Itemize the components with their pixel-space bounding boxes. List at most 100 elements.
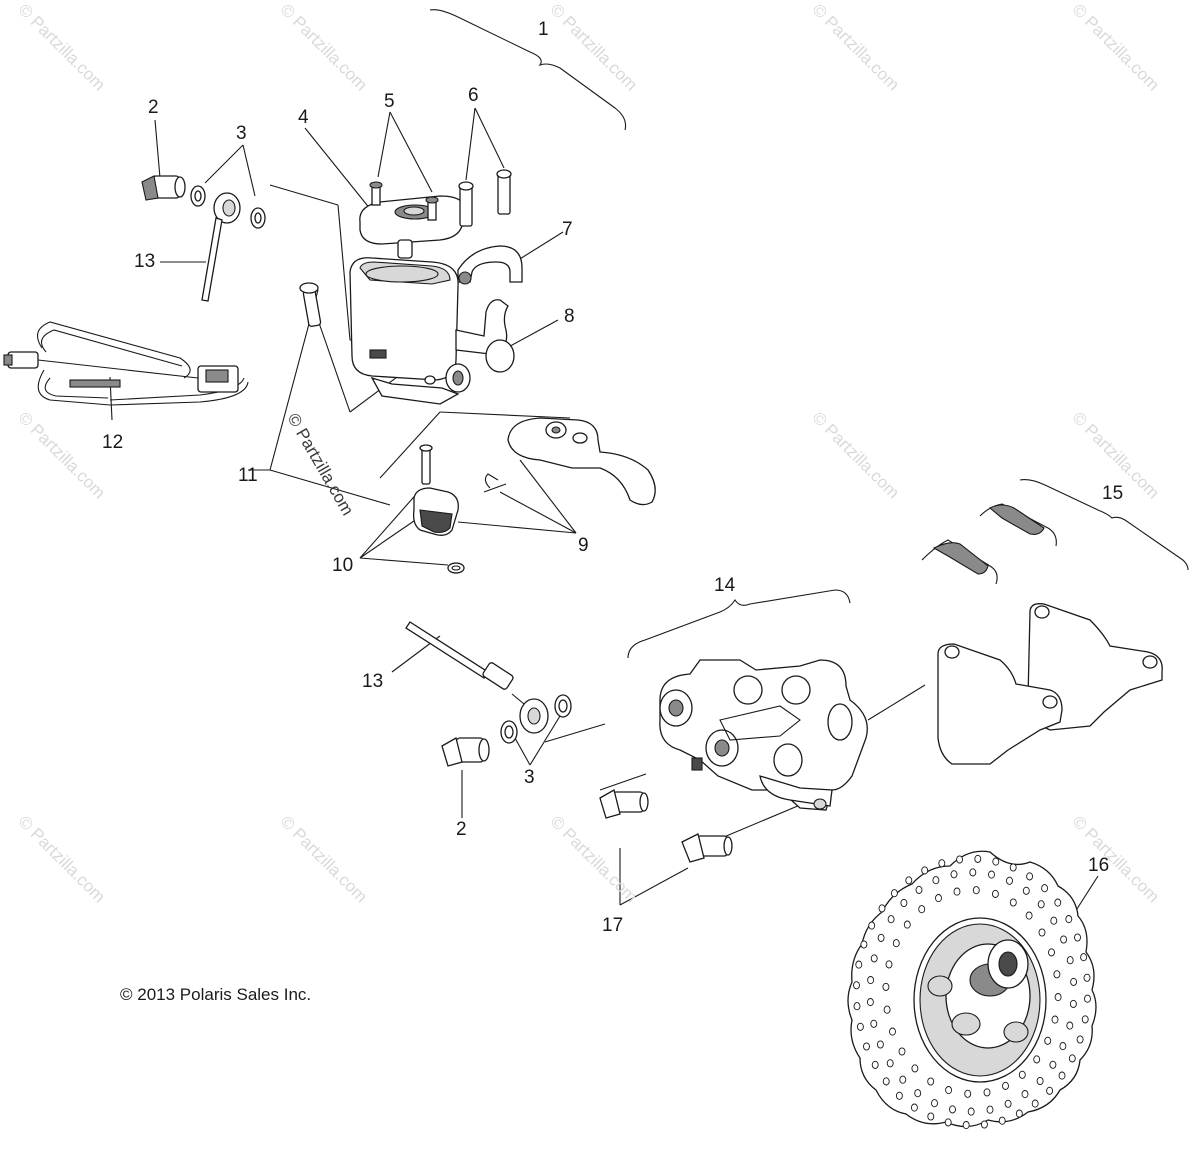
disc-hole — [882, 982, 890, 991]
disc-hole — [855, 960, 863, 969]
brake-line-top — [201, 192, 241, 302]
disc-hole — [866, 998, 874, 1007]
disc-hole — [980, 1120, 988, 1129]
disc-hole — [988, 870, 995, 879]
disc-hole — [1069, 999, 1077, 1008]
disc-hole — [899, 1075, 907, 1084]
disc-hole — [915, 885, 923, 894]
callout-11: 11 — [238, 465, 258, 486]
disc-hole — [1059, 1042, 1067, 1051]
disc-hole — [1081, 1015, 1089, 1024]
disc-hole — [898, 1047, 906, 1056]
brake-pads — [921, 503, 1163, 765]
callout-8: 8 — [564, 306, 575, 327]
master-cylinder-body — [349, 257, 515, 405]
callout-7: 7 — [562, 219, 573, 240]
disc-hole — [903, 920, 911, 929]
copyright-notice: © 2013 Polaris Sales Inc. — [120, 985, 312, 1004]
callout-16: 16 — [1088, 855, 1110, 876]
callout-13-bottom: 13 — [362, 671, 384, 692]
disc-hole — [969, 868, 977, 877]
disc-hole — [886, 1059, 894, 1068]
disc-hole — [1009, 898, 1017, 907]
disc-hole — [956, 855, 964, 864]
disc-hole — [1006, 876, 1013, 885]
disc-hole — [950, 870, 958, 879]
disc-hole — [895, 1091, 903, 1100]
brake-disc — [847, 850, 1097, 1130]
disc-hole — [1053, 970, 1061, 979]
disc-hole — [860, 940, 868, 949]
disc-hole — [1049, 1060, 1057, 1069]
cap-screws — [369, 181, 439, 221]
disc-hole — [1033, 1055, 1041, 1064]
disc-hole — [1050, 916, 1058, 925]
disc-hole — [945, 1086, 953, 1095]
disc-hole — [882, 1077, 890, 1086]
disc-hole — [927, 1077, 935, 1086]
disc-hole — [853, 1002, 861, 1011]
disc-hole — [918, 905, 926, 914]
callout-14: 14 — [714, 575, 736, 596]
banjo-bolt-top — [141, 175, 186, 201]
group-15-bracket — [1019, 479, 1189, 571]
callout-9: 9 — [578, 535, 589, 556]
disc-hole — [889, 1027, 896, 1036]
callout-3-bottom: 3 — [524, 767, 535, 788]
disc-hole — [870, 954, 878, 963]
disc-hole — [1074, 933, 1081, 942]
disc-hole — [1070, 977, 1078, 986]
disc-hole — [953, 887, 961, 896]
disc-hole — [1041, 884, 1049, 893]
disc-hole — [1084, 994, 1091, 1003]
group-14-bracket — [627, 589, 851, 659]
disc-hole — [911, 1064, 919, 1073]
disc-hole — [890, 889, 898, 898]
disc-hole — [868, 921, 876, 930]
disc-hole — [1076, 1035, 1084, 1044]
disc-hole — [878, 904, 886, 913]
disc-hole — [991, 889, 999, 898]
callout-3-top: 3 — [236, 123, 247, 144]
banjo-bolt-bottom — [441, 737, 490, 767]
disc-hole — [856, 1022, 864, 1031]
disc-hole — [863, 1042, 870, 1051]
callout-12: 12 — [102, 432, 124, 453]
handlebar-clamp — [457, 245, 523, 285]
disc-hole — [1031, 1099, 1039, 1108]
disc-hole — [887, 915, 895, 924]
disc-hole — [974, 854, 982, 863]
disc-hole — [931, 1099, 938, 1108]
disc-hole — [1058, 1071, 1066, 1080]
brake-switch — [412, 444, 465, 574]
disc-hole — [867, 976, 875, 985]
disc-hole — [944, 1118, 952, 1127]
disc-hole — [905, 876, 913, 885]
brake-switch-harness — [3, 321, 249, 406]
disc-hole — [1004, 1099, 1012, 1108]
disc-hole — [1080, 953, 1088, 962]
callout-2-bottom: 2 — [456, 819, 467, 840]
callout-10: 10 — [332, 555, 354, 576]
disc-hole — [1054, 993, 1062, 1002]
callout-15: 15 — [1102, 483, 1124, 504]
brake-lever — [483, 417, 656, 506]
disc-hole — [1060, 935, 1068, 944]
disc-hole — [967, 1107, 975, 1116]
brake-caliper — [659, 659, 868, 811]
caliper-bolts — [599, 789, 733, 863]
disc-hole — [910, 1103, 918, 1112]
disc-hole — [938, 859, 946, 868]
callout-17: 17 — [602, 915, 624, 936]
disc-hole — [998, 1116, 1006, 1125]
disc-hole — [870, 1019, 878, 1028]
disc-hole — [1015, 1109, 1023, 1118]
disc-hole — [935, 894, 942, 903]
callout-4: 4 — [298, 107, 309, 128]
disc-hole — [1026, 872, 1034, 881]
callout-13-top: 13 — [134, 251, 156, 272]
disc-hole — [1036, 1076, 1044, 1086]
crush-washers-top — [190, 185, 266, 229]
disc-hole — [1021, 1090, 1029, 1099]
